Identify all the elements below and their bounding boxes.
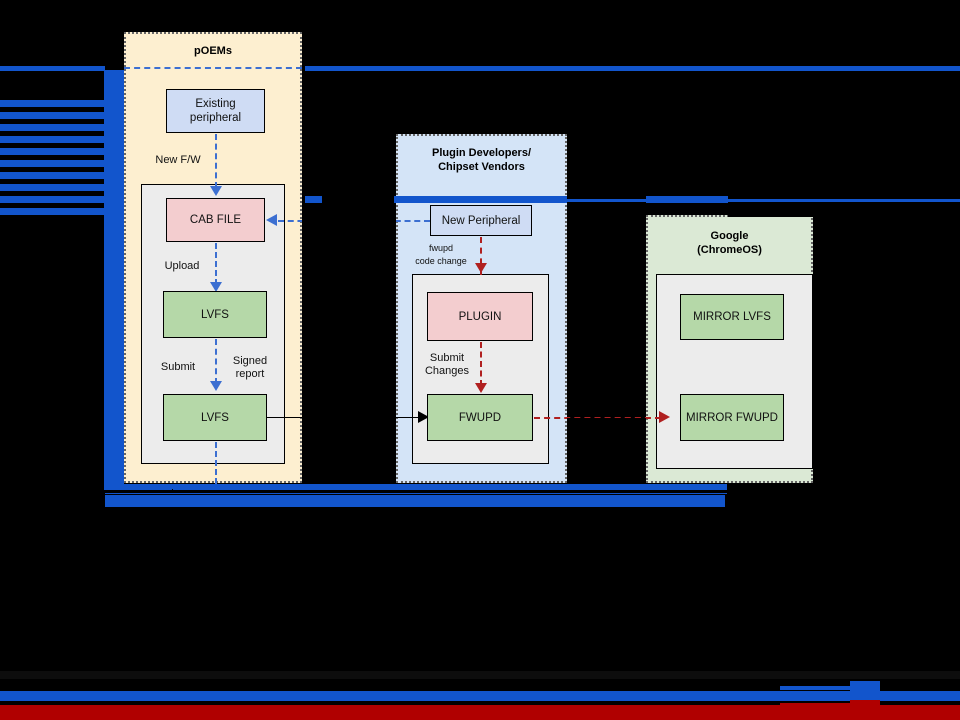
node-cab-file: CAB FILE: [166, 198, 265, 242]
node-mirror-fwupd-label: MIRROR FWUPD: [686, 411, 778, 424]
label-submit-changes-line2: Changes: [424, 365, 470, 377]
arrow-existing-to-cab: [215, 134, 217, 188]
arrowhead-newperipheral-to-plugin: [475, 263, 487, 273]
arrow-lvfs-to-lvfs: [215, 339, 217, 384]
node-lvfs-submit: LVFS: [163, 394, 267, 441]
arrowhead-existing-to-cab: [210, 186, 222, 196]
label-fwupd-code-change-line1: fwupd: [428, 243, 454, 253]
label-new-fw: New F/W: [155, 154, 201, 166]
node-mirror-lvfs: MIRROR LVFS: [680, 294, 784, 340]
node-lvfs-upload-label: LVFS: [201, 308, 229, 321]
arrow-lvfs-to-fwupd: [267, 417, 420, 418]
node-new-peripheral: New Peripheral: [430, 205, 532, 236]
label-fwupd-code-change: fwupd code change: [408, 242, 474, 268]
arrow-newperipheral-to-plugin: [480, 237, 482, 275]
node-existing-peripheral-line2: peripheral: [189, 112, 242, 124]
label-submit-changes: Submit Changes: [418, 352, 476, 378]
node-new-peripheral-label: New Peripheral: [441, 214, 521, 227]
arrowhead-newperipheral-to-cab: [266, 214, 277, 226]
node-plugin: PLUGIN: [427, 292, 533, 341]
panel-google-title-line2: (ChromeOS): [697, 244, 762, 256]
arrowhead-plugin-to-fwupd: [475, 383, 487, 393]
panel-plugin-title-line2: Chipset Vendors: [438, 161, 525, 173]
arrowhead-fwupd-to-mirror-fwupd: [659, 411, 670, 423]
node-lvfs-upload: LVFS: [163, 291, 267, 338]
node-existing-peripheral: Existing peripheral: [166, 89, 265, 133]
node-lvfs-submit-label: LVFS: [201, 411, 229, 424]
poems-title-divider: [124, 67, 302, 69]
label-fwupd-code-change-line2: code change: [415, 256, 467, 266]
node-fwupd-label: FWUPD: [458, 411, 502, 424]
node-existing-peripheral-line1: Existing: [195, 98, 236, 110]
arrow-newperipheral-to-cab: [278, 220, 430, 222]
label-signed-report: Signed report: [222, 355, 278, 381]
node-plugin-label: PLUGIN: [458, 310, 502, 323]
arrow-plugin-to-fwupd: [480, 342, 482, 386]
panel-plugin-title-line1: Plugin Developers/: [431, 147, 532, 159]
panel-google-title-line1: Google: [710, 230, 749, 242]
fwupd-test-framework-box: FWUPD test framework: [657, 574, 800, 615]
fwupd-test-framework-label: FWUPD test framework: [667, 588, 790, 601]
label-signed-report-line1: Signed: [232, 355, 268, 367]
label-submit: Submit: [160, 361, 196, 373]
panel-poems-title: pOEMs: [194, 45, 232, 57]
arrowhead-lvfs-to-fwupd: [418, 411, 429, 423]
label-upload: Upload: [164, 260, 200, 272]
node-fwupd: FWUPD: [427, 394, 533, 441]
node-mirror-fwupd: MIRROR FWUPD: [680, 394, 784, 441]
arrow-fwupd-to-mirror-fwupd: [534, 417, 661, 419]
node-mirror-lvfs-label: MIRROR LVFS: [693, 311, 771, 323]
label-submit-changes-line1: Submit: [429, 352, 465, 364]
arrowhead-lvfs-to-lvfs: [210, 381, 222, 391]
arrowhead-cab-to-lvfs: [210, 282, 222, 292]
arrow-poems-bottom: [215, 442, 217, 484]
arrow-cab-to-lvfs: [215, 243, 217, 285]
label-signed-report-line2: report: [235, 368, 265, 380]
node-cab-file-label: CAB FILE: [189, 214, 242, 226]
